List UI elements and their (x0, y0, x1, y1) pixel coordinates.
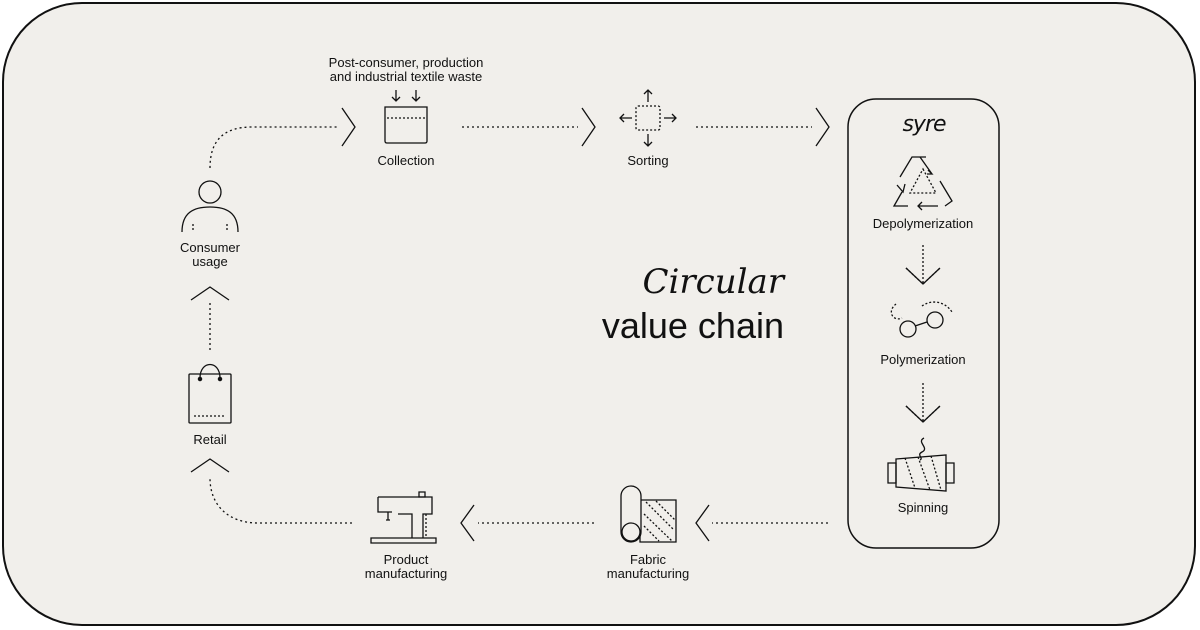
title-circular: Circular (642, 262, 784, 302)
product-label-line1: Product (383, 552, 429, 567)
spinning-label: Spinning (897, 500, 949, 515)
arrow-polymerization-to-spinning (906, 383, 940, 422)
syre-process-box (848, 99, 999, 548)
recycle-triangle-icon (894, 157, 952, 210)
polymerization-label: Polymerization (880, 352, 966, 367)
connector-consumer-to-collection (210, 127, 338, 168)
arrowhead-retail (191, 459, 229, 472)
retail-label: Retail (193, 432, 227, 447)
fabric-manufacturing-label: Fabric manufacturing (588, 553, 708, 581)
waste-source-label-line2: and industrial textile waste (329, 69, 483, 84)
sorting-label: Sorting (627, 153, 669, 168)
waste-source-label-line1: Post-consumer, production (328, 55, 484, 70)
syre-brand-logo: syre (902, 112, 946, 137)
fabric-roll-icon (621, 486, 676, 542)
depolymerization-label: Depolymerization (872, 216, 974, 231)
consumer-usage-label: Consumer usage (160, 241, 260, 269)
collection-label: Collection (377, 153, 435, 168)
arrowhead-consumer (191, 287, 229, 300)
fabric-label-line2: manufacturing (606, 566, 690, 581)
connector-product-to-retail (210, 478, 352, 523)
arrow-depolymerization-to-polymerization (906, 245, 940, 284)
fabric-label-line1: Fabric (629, 552, 667, 567)
product-label-line2: manufacturing (364, 566, 448, 581)
sorting-arrows-icon (620, 90, 676, 146)
product-manufacturing-label: Product manufacturing (346, 553, 466, 581)
title-value-chain: value chain (601, 305, 784, 346)
shopping-bag-icon (189, 365, 231, 424)
sewing-machine-icon (371, 492, 436, 543)
arrowhead-collection (342, 108, 355, 146)
consumer-label-line1: Consumer (180, 240, 240, 255)
arrowhead-syre (816, 108, 829, 146)
waste-source-label: Post-consumer, production and industrial… (316, 56, 496, 84)
arrowhead-sorting (582, 108, 595, 146)
collection-bin-icon (385, 90, 427, 143)
arrowhead-fabric (696, 505, 709, 541)
arrowhead-product (461, 505, 474, 541)
spinning-spool-icon (888, 438, 954, 491)
polymer-chain-icon (891, 302, 952, 337)
consumer-label-line2: usage (192, 254, 228, 269)
person-icon (182, 181, 238, 232)
